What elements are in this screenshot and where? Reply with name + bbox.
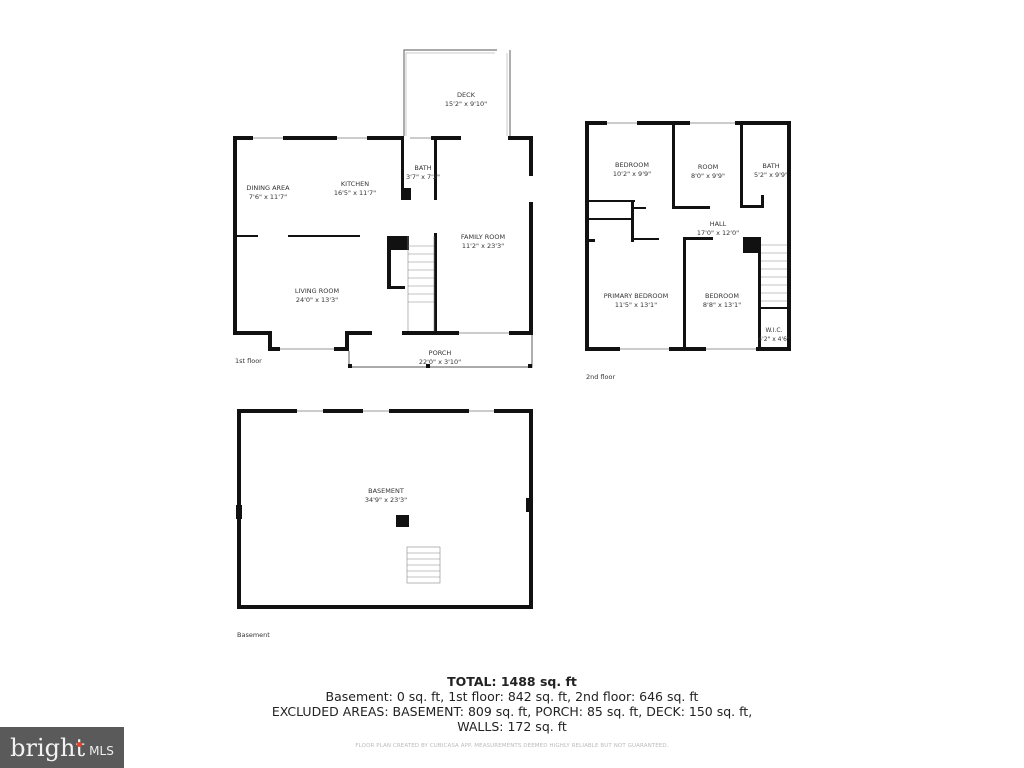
basement-plan — [236, 409, 533, 609]
logo-suffix: MLS — [89, 743, 114, 758]
excluded-areas: EXCLUDED AREAS: BASEMENT: 809 sq. ft, PO… — [271, 704, 753, 719]
walls-area: WALLS: 172 sq. ft — [457, 719, 567, 734]
floor-label-1st: 1st floor — [235, 357, 262, 365]
room-dims: 16'5" x 11'7" — [333, 189, 377, 197]
room-dims: 15'2" x 9'10" — [444, 100, 488, 108]
room-name: PRIMARY BEDROOM — [603, 292, 669, 300]
room-dims: 8'0" x 9'9" — [690, 172, 726, 180]
room-label-wic: W.I.C. 4'2" x 4'6" — [758, 326, 789, 344]
room-dims: 34'9" x 23'3" — [364, 496, 408, 504]
room-dims: 4'2" x 4'6" — [758, 336, 790, 343]
disclaimer: FLOOR PLAN CREATED BY CUBICASA APP. MEAS… — [355, 743, 669, 749]
room-dims: 5'2" x 9'9" — [753, 171, 789, 179]
room-name: BASEMENT — [368, 487, 404, 495]
room-dims: 22'0" x 3'10" — [418, 358, 462, 366]
room-name: BEDROOM — [615, 161, 649, 169]
room-dims: 17'0" x 12'0" — [696, 229, 740, 237]
room-dims: 7'6" x 11'7" — [248, 193, 288, 201]
logo-brand: bright — [10, 734, 85, 762]
room-name: FAMILY ROOM — [460, 233, 506, 241]
porch-outline — [348, 335, 533, 368]
room-name: KITCHEN — [340, 180, 370, 188]
room-dims: 24'0" x 13'3" — [295, 296, 339, 304]
area-summary: TOTAL: 1488 sq. ft Basement: 0 sq. ft, 1… — [0, 674, 1024, 734]
room-dims: 11'2" x 23'3" — [461, 242, 505, 250]
room-name: HALL — [709, 220, 727, 228]
room-name: W.I.C. — [765, 327, 783, 334]
floor-label-basement: Basement — [237, 631, 270, 639]
room-dims: 8'8" x 13'1" — [702, 301, 742, 309]
room-name: DINING AREA — [246, 184, 290, 192]
total-area: TOTAL: 1488 sq. ft — [447, 674, 577, 689]
room-dims: 11'5" x 13'1" — [614, 301, 658, 309]
second-floor-plan — [585, 121, 791, 351]
deck-outline — [403, 49, 511, 136]
room-name: BATH — [762, 162, 780, 170]
room-name: BATH — [414, 164, 432, 172]
floor-label-2nd: 2nd floor — [586, 373, 616, 381]
room-dims: 3'7" x 7'2" — [405, 173, 441, 181]
room-name: BEDROOM — [705, 292, 739, 300]
room-name: LIVING ROOM — [294, 287, 340, 295]
floor-areas: Basement: 0 sq. ft, 1st floor: 842 sq. f… — [325, 689, 699, 704]
room-name: DECK — [457, 91, 475, 99]
logo-brand-text: bright — [10, 733, 86, 762]
bright-mls-logo: bright MLS — [0, 727, 124, 768]
logo-dot-icon — [77, 741, 83, 747]
room-name: ROOM — [697, 163, 719, 171]
first-floor-plan — [233, 49, 533, 368]
room-dims: 10'2" x 9'9" — [612, 170, 652, 178]
room-name: PORCH — [428, 349, 452, 357]
